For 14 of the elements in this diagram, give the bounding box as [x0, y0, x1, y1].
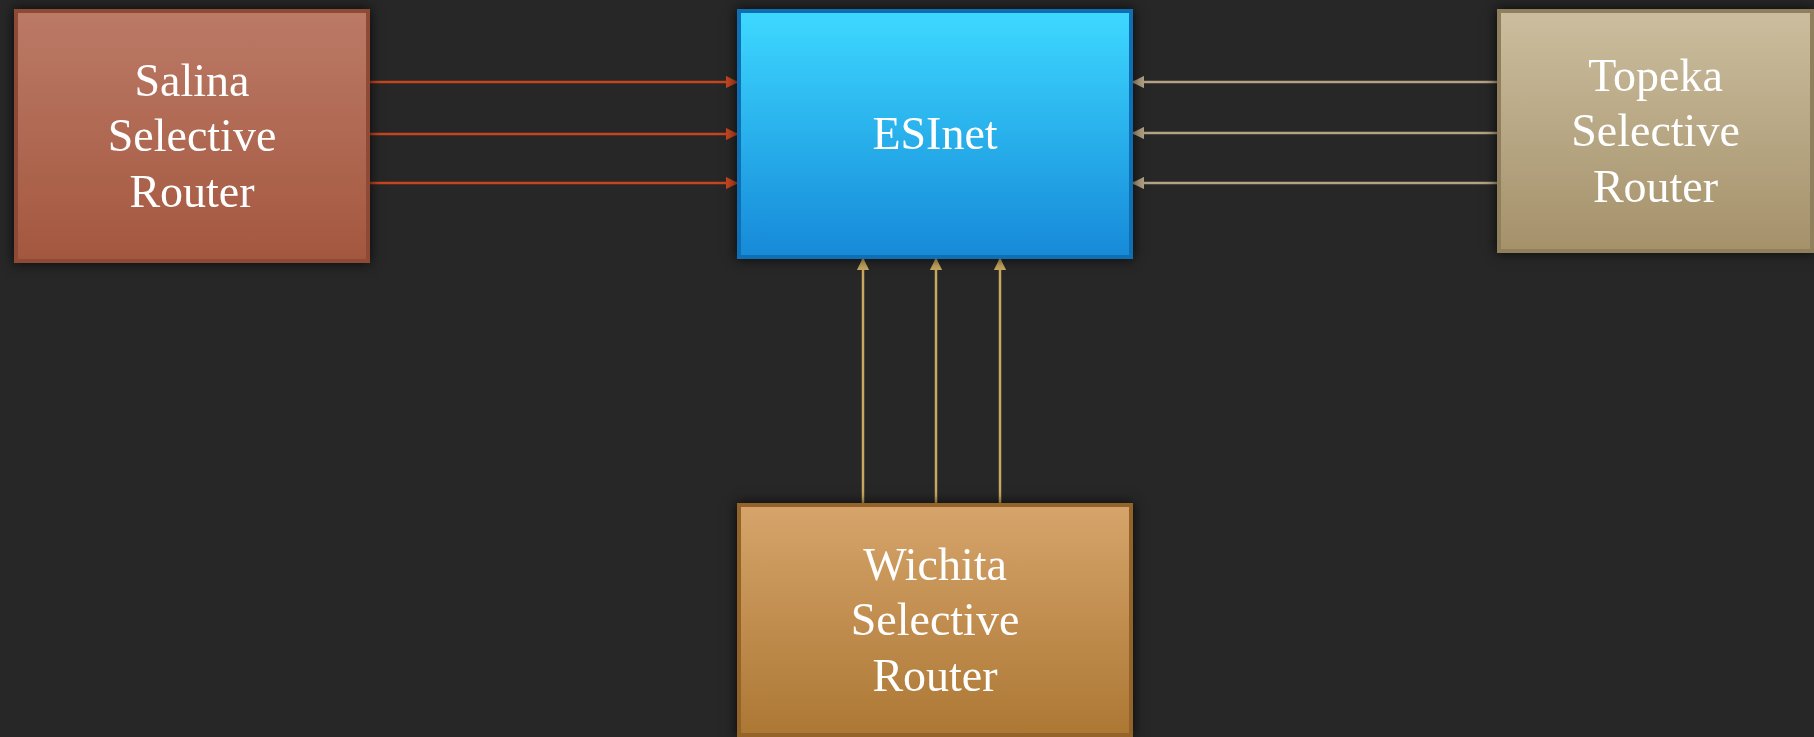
arrow [856, 257, 870, 503]
router-box [1497, 9, 1814, 253]
router-box [14, 9, 370, 263]
router-box [737, 503, 1133, 737]
node-label: Salina Selective Router [106, 54, 278, 219]
node-label: Topeka Selective Router [1570, 49, 1741, 214]
node-label: ESInet [872, 107, 998, 162]
arrow [929, 257, 943, 503]
arrow [370, 75, 739, 89]
router-box [737, 9, 1133, 259]
arrow [370, 127, 739, 141]
arrow [370, 176, 739, 190]
arrow [993, 257, 1007, 503]
node-label: Wichita Selective Router [849, 538, 1021, 703]
